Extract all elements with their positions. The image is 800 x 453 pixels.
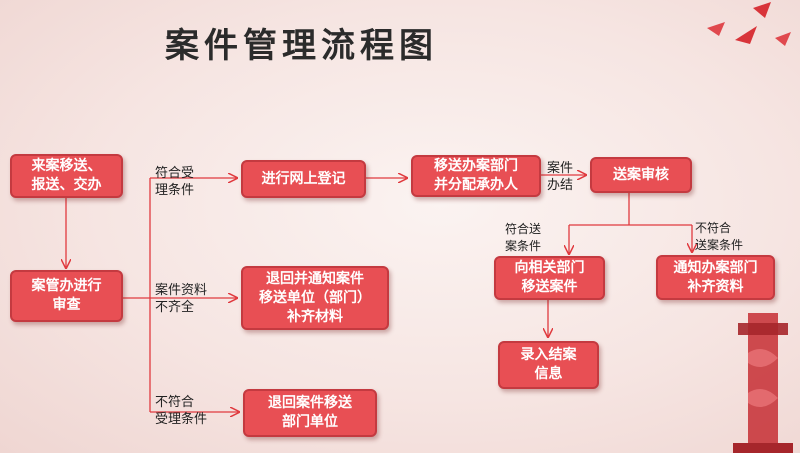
label-case-done: 案件 办结	[547, 161, 574, 193]
pillar-decoration-icon	[733, 313, 793, 453]
node-review: 案管办进行 审查	[10, 270, 123, 322]
node-assign: 移送办案部门 并分配承办人	[411, 155, 541, 197]
label-not-meets-conditions: 不符合 受理条件	[155, 395, 208, 427]
node-record: 录入结案 信息	[498, 341, 599, 389]
node-register: 进行网上登记	[241, 160, 366, 198]
node-notify-supplement: 通知办案部门 补齐资料	[656, 255, 775, 300]
label-meets-conditions: 符合受 理条件	[155, 166, 195, 198]
node-return-case: 退回案件移送 部门单位	[243, 389, 377, 437]
node-submit-review: 送案审核	[590, 157, 692, 193]
node-return-notify: 退回并通知案件 移送单位（部门） 补齐材料	[241, 266, 389, 330]
label-not-meets-submit: 不符合 送案条件	[695, 221, 744, 252]
node-transfer: 向相关部门 移送案件	[494, 256, 605, 300]
label-incomplete-materials: 案件资料 不齐全	[155, 283, 208, 315]
label-meets-submit: 符合送 案条件	[505, 222, 542, 253]
node-intake: 来案移送、 报送、交办	[10, 154, 123, 198]
page-title: 案件管理流程图	[165, 26, 438, 66]
bird-decoration-icon	[707, 2, 791, 46]
